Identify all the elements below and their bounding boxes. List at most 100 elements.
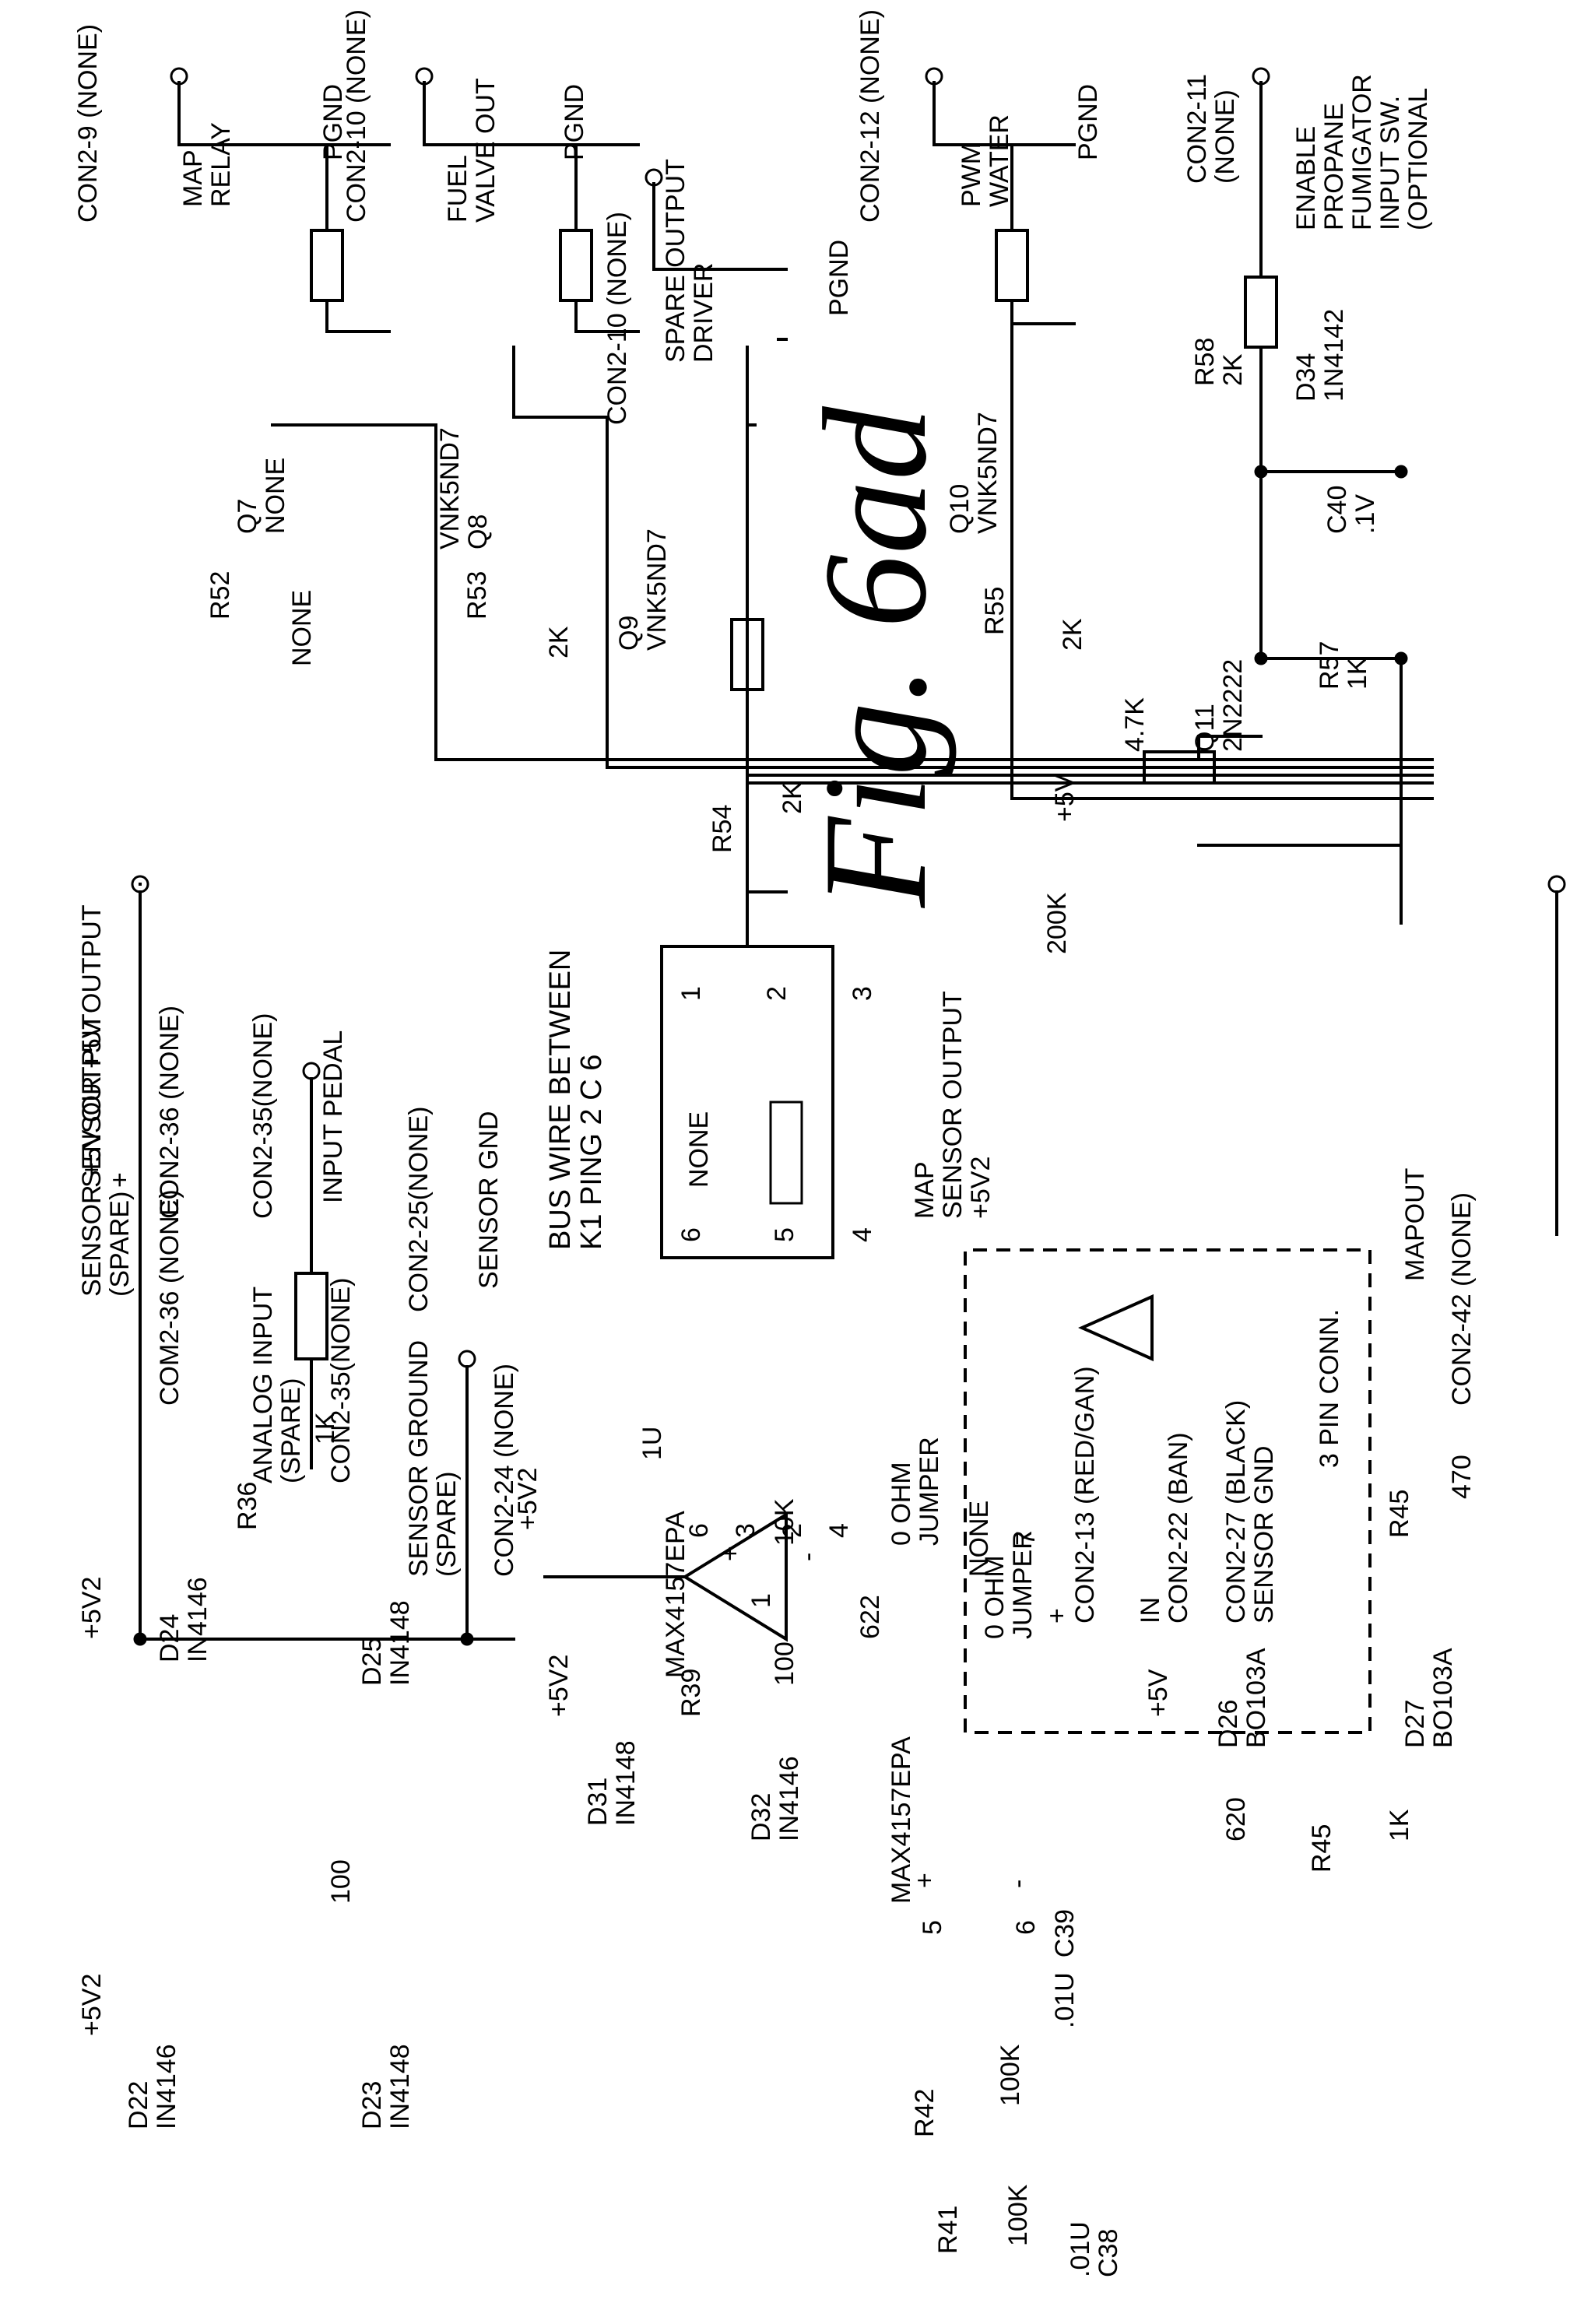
con2-11-label: CON2-11 (NONE) [1182, 73, 1240, 184]
sensor-5v-spare-label: SENSOR +5V OUTPUT (SPARE) [77, 1013, 135, 1297]
opto-pin3: 3 [848, 986, 877, 1001]
spare-driver-label: SPARE OUTPUT DRIVER [661, 159, 718, 363]
d26-label: D26 BO103A [1213, 1648, 1271, 1748]
pgnd-label-4: PGND [1073, 83, 1103, 160]
r55-value: 2K [1058, 618, 1087, 651]
con2-36-label: CON2-36 (NONE) [155, 1006, 184, 1219]
bus-wire-label: BUS WIRE BETWEEN K1 PING 2 C 6 [544, 949, 608, 1250]
con2-9-label: CON2-9 (NONE) [73, 23, 103, 223]
q9-driver-branch [644, 168, 1434, 785]
q7-driver-branch [170, 67, 437, 761]
opamp-a-pin4: 4 [824, 1523, 854, 1538]
r-10k-label: 10K [770, 1498, 799, 1546]
con2-10a-label: CON2-10 (NONE) [342, 9, 371, 223]
opto-pin1: 1 [676, 986, 706, 1001]
d22-label: D22 IN4146 [124, 2044, 181, 2129]
plus5v2-a-label: +5V2 [77, 1576, 107, 1639]
cap-1u-label: 1U [637, 1426, 667, 1460]
sensor-ground-spare-label: SENSOR GROUND (SPARE) [404, 1339, 462, 1577]
opamp-a-plus: + [715, 1546, 745, 1561]
r41-value: 100K [1003, 2184, 1033, 2246]
sensor-5v-section [131, 875, 515, 1646]
opamp-a-minus: - [793, 1552, 823, 1561]
ref-620-label: 620 [1221, 1797, 1251, 1841]
plus5v2-d-label: +5V2 [544, 1654, 574, 1717]
r39-value: 100 [770, 1641, 799, 1686]
q9-label: Q9 VNK5ND7 [614, 528, 672, 651]
r45-top-label: R45 [1385, 1489, 1414, 1538]
con2-22-label: IN CON2-22 (BAN) [1136, 1432, 1193, 1624]
pgnd-label-3: PGND [824, 239, 854, 316]
opamp-a-pin6: 6 [684, 1523, 714, 1538]
r36-label: R36 [233, 1481, 262, 1530]
opamp-a-pin3: 3 [731, 1523, 760, 1538]
enable-propane-label: ENABLE PROPANE FUMIGATOR INPUT SW. (OPTI… [1291, 74, 1433, 230]
opamp-a-pin2: 2 [778, 1523, 807, 1538]
r53-value: 2K [544, 626, 574, 658]
input-pedal-label: INPUT PEDAL [318, 1030, 348, 1203]
con2-10b-label: CON2-10 (NONE) [602, 212, 632, 425]
r-100a-label: 100 [326, 1859, 356, 1904]
opto-pin6: 6 [676, 1227, 706, 1242]
r-200k-label: 200K [1042, 892, 1072, 954]
r54-value: 2K [778, 781, 807, 814]
map-relay-label: MAP RELAY [178, 122, 236, 207]
fuel-valve-label: FUEL VALVE OUT [443, 78, 500, 223]
d27-label: D27 BO103A [1400, 1648, 1458, 1748]
opto-none-label: NONE [684, 1111, 714, 1188]
con2-12-label: CON2-12 (NONE) [855, 9, 885, 223]
pwm-water-label: PWM WATER [957, 114, 1014, 207]
three-pin-label: 3 PIN CONN. [1315, 1308, 1344, 1468]
d32-label: D32 IN4146 [746, 1756, 804, 1841]
r52-value: NONE [287, 589, 317, 666]
d24-label: D24 IN4146 [155, 1577, 212, 1662]
r-47k-label: 4.7K [1120, 697, 1150, 752]
d25-label: D25 IN4148 [357, 1600, 415, 1686]
plus5v-d26-label: +5V [1143, 1669, 1173, 1717]
c39-label: .01U C39 [1050, 1908, 1080, 2028]
map-sensor-output-label: MAP SENSOR OUTPUT +5V2 [910, 991, 996, 1219]
r54-label: R54 [708, 804, 737, 853]
opamp-a-pin1: 1 [746, 1593, 776, 1608]
jumper-b-label: 0 OHM JUMPER [980, 1530, 1038, 1639]
con2-24-label: CON2-24 (NONE) [490, 1364, 519, 1577]
con2-25-label: CON2-25(NONE) [404, 1106, 434, 1312]
r42-label: R42 [910, 2088, 940, 2137]
mapout-label: MAPOUT [1400, 1167, 1430, 1281]
r39-label: R39 [676, 1668, 706, 1717]
d34-label: D34 1N4142 [1291, 308, 1349, 402]
opamp-b-plus: + [910, 1873, 940, 1888]
plus5v-q11-label: +5V [1050, 774, 1080, 822]
analog-in-label: ANALOG INPUT (SPARE) [248, 1286, 306, 1483]
opto-pin4: 4 [848, 1227, 877, 1242]
opto-isolator [660, 758, 834, 1259]
r58-label: R58 2K [1190, 337, 1248, 386]
opamp-b-pin6: 6 [1011, 1920, 1041, 1935]
r41-label: R41 [933, 2205, 963, 2254]
con2-13-label: + CON2-13 (RED/GAN) [1042, 1366, 1100, 1624]
spare-sensor-section [1547, 875, 1566, 1236]
r45-bot-label: R45 [1307, 1824, 1336, 1873]
plus5v2-c-label: +5V2 [77, 1973, 107, 2036]
q8-label: VNK5ND7 Q8 [435, 427, 493, 549]
ref-622-label: 622 [855, 1595, 885, 1639]
con2-27-label: CON2-27 (BLACK) SENSOR GND [1221, 1399, 1279, 1624]
r53-label: R53 [462, 570, 492, 620]
q11-propane-branch [1119, 67, 1408, 925]
opamp-b-pin5: 5 [918, 1920, 947, 1935]
r45-bot-value: 1K [1385, 1809, 1414, 1841]
opto-pin2: 2 [762, 986, 792, 1001]
r42-value: 100K [996, 2044, 1025, 2106]
c40-label: C40 .1V [1322, 485, 1380, 534]
signal-bus [434, 758, 1434, 893]
sensor-gnd-label: SENSOR GND [474, 1111, 504, 1289]
d31-label: D31 IN4148 [583, 1740, 641, 1826]
q8-driver-branch [415, 67, 640, 769]
r55-label: R55 [980, 586, 1010, 635]
c38-label: .01U C38 [1066, 2221, 1123, 2277]
map-sensor-box [964, 1248, 1372, 1734]
con2-35b-label: CON2-35(NONE) [326, 1277, 356, 1483]
